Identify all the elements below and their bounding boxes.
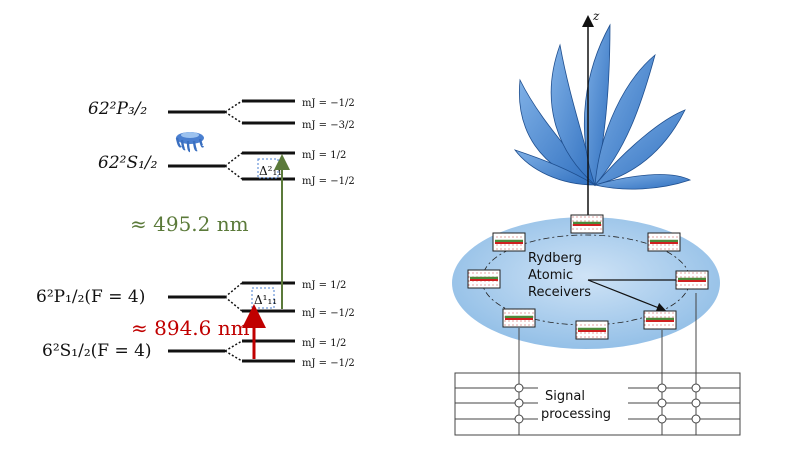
coupling-wavelength-label: ≈ 495.2 nm	[130, 212, 249, 236]
level-62s12: 62²S₁/₂ mJ = 1/2 mJ = −1/2 Δ²₁₁	[98, 150, 355, 187]
level-62p32: 62²P₃/₂ mJ = −1/2 mJ = −3/2	[88, 98, 355, 131]
level-6p12: 6²P₁/₂(F = 4) mJ = 1/2 mJ = −1/2 Δ¹₁₁	[36, 280, 355, 319]
receiver-cell	[467, 269, 501, 289]
radiation-pattern-small-icon	[175, 132, 205, 153]
sublevel-6p12-lower-label: mJ = −1/2	[302, 308, 355, 319]
signal-processing-line1: Signal	[545, 389, 585, 404]
signal-processing-line2: processing	[541, 407, 611, 422]
z-axis-label: z	[592, 9, 600, 23]
sublevel-6p12-upper-label: mJ = 1/2	[302, 280, 346, 291]
y-direction-arrow	[587, 279, 667, 312]
receiver-cell	[570, 214, 604, 234]
receiver-cell	[492, 232, 526, 252]
receiver-cell	[675, 270, 709, 290]
signal-processing-box	[454, 372, 741, 436]
sublevel-62p32-upper-label: mJ = −1/2	[302, 98, 355, 109]
sublevel-62p32-lower-label: mJ = −3/2	[302, 120, 355, 131]
level-62p32-label: 62²P₃/₂	[88, 99, 147, 119]
probe-wavelength-label: ≈ 894.6 nm	[131, 316, 250, 340]
sublevel-6s12-upper-label: mJ = 1/2	[302, 338, 346, 349]
sublevel-6s12-lower-label: mJ = −1/2	[302, 358, 355, 369]
detuning-upper-label: Δ²₁₁	[259, 164, 282, 178]
signal-processing-label: Signal processing	[541, 389, 611, 422]
receiver-cell	[575, 320, 609, 340]
receiver-array-diagram: z Rydberg Atomic Receivers Signal	[452, 9, 741, 436]
receivers-label: Rydberg Atomic Receivers	[528, 251, 591, 300]
junction-nodes	[514, 383, 701, 424]
radiation-pattern-icon	[513, 23, 692, 190]
receivers-label-line1: Rydberg	[528, 251, 582, 266]
receivers-label-line3: Receivers	[528, 285, 591, 300]
receiver-cell	[643, 310, 677, 330]
level-62s12-label: 62²S₁/₂	[98, 153, 158, 173]
level-6s12: 6²S₁/₂(F = 4) mJ = 1/2 mJ = −1/2	[42, 338, 355, 369]
detuning-lower-label: Δ¹₁₁	[254, 293, 277, 307]
level-6p12-label: 6²P₁/₂(F = 4)	[36, 287, 145, 307]
energy-level-diagram: 62²P₃/₂ mJ = −1/2 mJ = −3/2 62²S₁/₂ mJ =…	[36, 98, 355, 369]
receiver-cell	[502, 308, 536, 328]
receiver-cell	[647, 232, 681, 252]
receivers-label-line2: Atomic	[528, 268, 573, 283]
level-6s12-label: 6²S₁/₂(F = 4)	[42, 341, 152, 361]
sublevel-62s12-upper-label: mJ = 1/2	[302, 150, 346, 161]
sublevel-62s12-lower-label: mJ = −1/2	[302, 176, 355, 187]
receiver-cells	[467, 214, 709, 340]
